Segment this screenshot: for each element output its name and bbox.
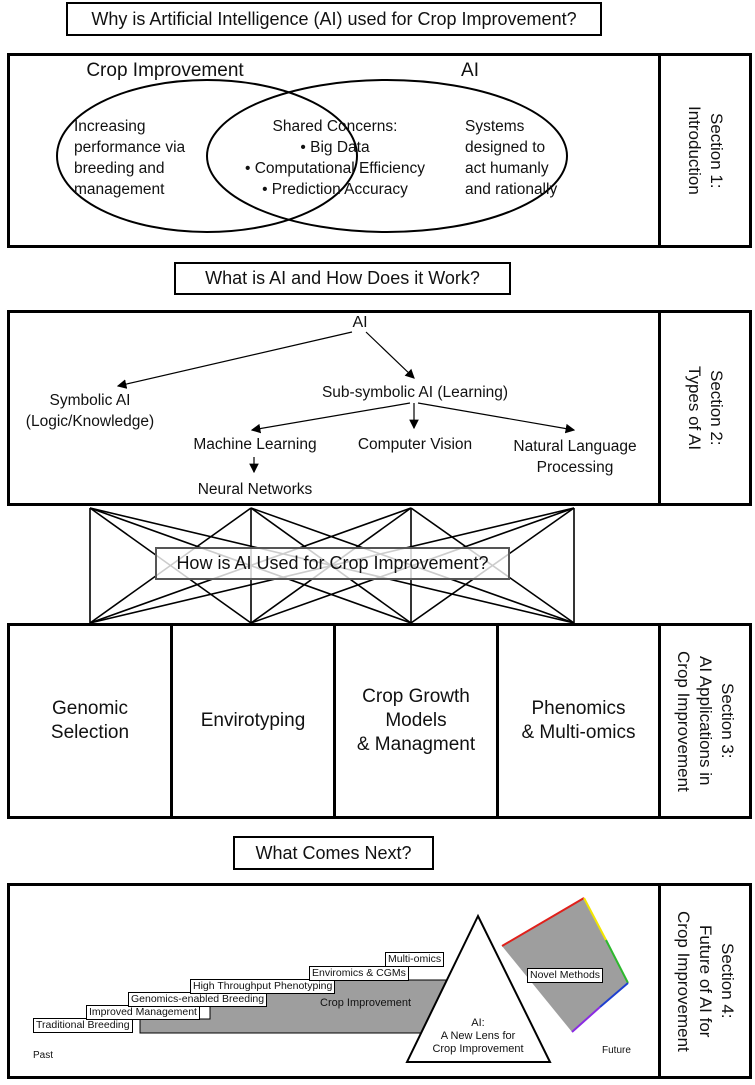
section4-label: Section 4: Future of AI for Crop Improve… (674, 910, 737, 1052)
node-machine-learning: Machine Learning (193, 436, 317, 453)
step-traditional-breeding: Traditional Breeding (33, 1018, 133, 1033)
venn-center-text: Shared Concerns: • Big Data • Computatio… (244, 118, 426, 198)
venn-right-ellipse (206, 79, 568, 233)
past-label: Past (33, 1050, 54, 1061)
novel-methods-fill (502, 898, 628, 1032)
venn-right-title: AI (461, 60, 479, 81)
step-improved-management: Improved Management (86, 1005, 200, 1020)
venn-diagram (56, 79, 568, 233)
step-genomics-enabled-breeding: Genomics-enabled Breeding (128, 992, 268, 1007)
section4-question: What Comes Next? (233, 836, 434, 870)
novel-methods-label: Novel Methods (527, 968, 604, 983)
arrow-ai-symbolic (116, 331, 353, 389)
novel-edge-blue (599, 982, 629, 1008)
novel-edge-yellow (583, 897, 607, 941)
node-nlp: Natural Language Processing (513, 438, 637, 476)
novel-edge-red (501, 897, 585, 947)
section3-question: How is AI Used for Crop Improvement? (155, 547, 510, 580)
step-multi-omics: Multi-omics (385, 952, 445, 967)
node-symbolic-ai: Symbolic AI (Logic/Knowledge) (25, 392, 155, 430)
section4-divider (658, 883, 661, 1079)
triangle-label: AI: A New Lens for Crop Improvement (432, 1017, 524, 1055)
ai-triangle (405, 913, 552, 1063)
connection-mesh (89, 507, 575, 624)
node-computer-vision: Computer Vision (357, 436, 473, 453)
node-ai: AI (352, 314, 368, 331)
step-high-throughput-phenotyping: High Throughput Phenotyping (190, 979, 336, 994)
section3-label: Section 3: AI Applications in Crop Impro… (674, 650, 737, 792)
arrow-sub-ml (250, 402, 411, 434)
cell-genomic-selection: Genomic Selection (7, 623, 173, 819)
novel-edge-purple (571, 1006, 601, 1033)
section1-panel (7, 53, 752, 248)
step-enviromics-cgms: Enviromics & CGMs (309, 966, 409, 981)
ai-taxonomy-arrows (116, 331, 576, 474)
cell-phenomics: Phenomics & Multi-omics (496, 623, 661, 819)
cell-crop-growth-models: Crop Growth Models & Managment (333, 623, 499, 819)
future-label: Future (602, 1045, 631, 1056)
venn-right-text: Systems designed to act humanly and rati… (465, 118, 558, 198)
arrow-ai-subsymbolic (365, 331, 415, 379)
section2-label: Section 2: Types of AI (685, 365, 726, 451)
venn-left-text: Increasing performance via breeding and … (74, 118, 186, 198)
section2-divider (658, 310, 661, 506)
arrow-sub-nlp (417, 402, 576, 434)
cell-envirotyping: Envirotyping (170, 623, 336, 819)
node-neural-networks: Neural Networks (197, 481, 313, 498)
section1-divider (658, 53, 661, 248)
node-subsymbolic-ai: Sub-symbolic AI (Learning) (321, 384, 509, 401)
section2-question: What is AI and How Does it Work? (174, 262, 511, 295)
venn-left-title: Crop Improvement (86, 60, 244, 81)
section1-label: Section 1: Introduction (685, 106, 726, 195)
novel-edge-green (605, 939, 629, 984)
section1-question: Why is Artificial Intelligence (AI) used… (66, 2, 602, 36)
crop-improvement-label: Crop Improvement (320, 997, 412, 1009)
venn-left-ellipse (56, 79, 358, 233)
